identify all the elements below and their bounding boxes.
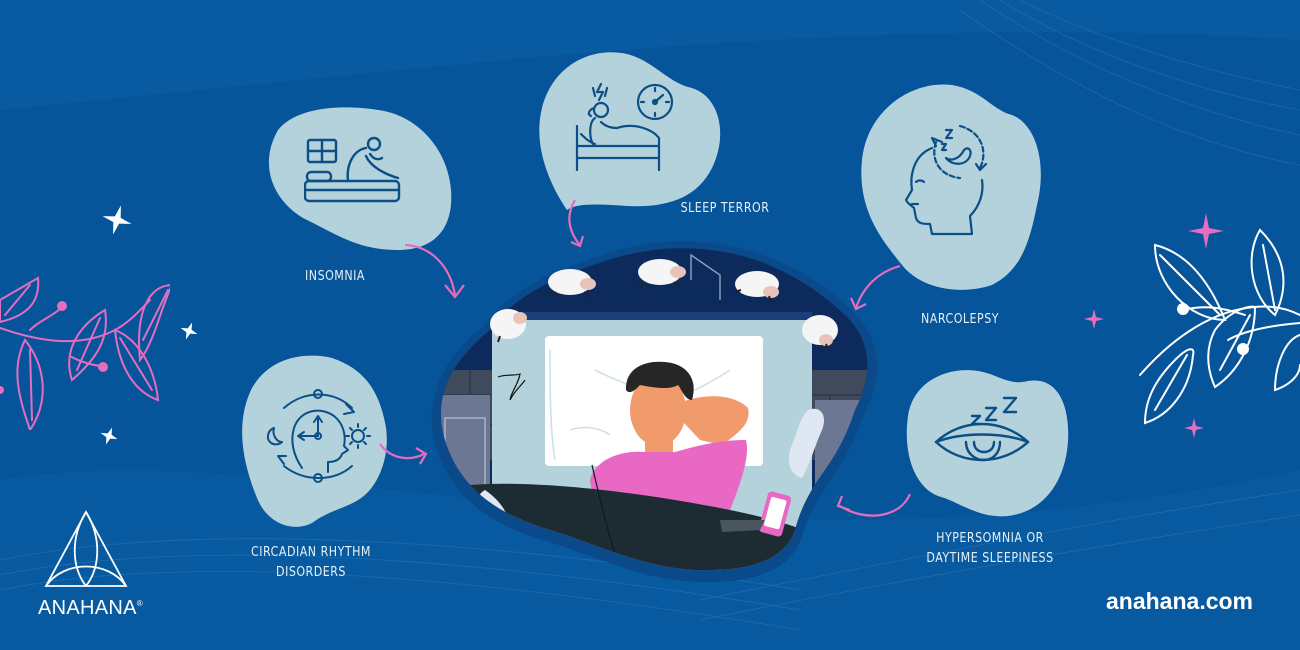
pink-leaf-branch-decoration: [0, 276, 170, 430]
pink-arrow-icon: [404, 243, 465, 299]
triquetra-triangle-icon: [44, 510, 128, 587]
head-clock-day-night-cycle-icon: [266, 389, 371, 483]
startled-person-in-bed-with-clock-icon: [575, 82, 674, 172]
man-in-bed-counting-sheep-illustration: [431, 241, 878, 583]
circadian-label: CIRCADIAN RHYTHM DISORDERS: [251, 544, 371, 580]
pink-sparkle-icon: [1084, 309, 1104, 329]
pink-arrow-icon: [379, 443, 428, 465]
insomnia-label: INSOMNIA: [305, 268, 365, 284]
insomnia-card: [258, 100, 458, 260]
sheep-group: [490, 259, 838, 351]
person-hunched-on-bed-icon: [304, 136, 401, 203]
white-sparkle-icon: [180, 322, 198, 340]
site-url-link[interactable]: anahana.com: [1106, 588, 1253, 614]
brand-wordmark: ANAHANA®: [38, 597, 143, 619]
narcolepsy-label: NARCOLEPSY: [920, 311, 999, 327]
narcolepsy-blob: [861, 84, 1041, 290]
insomnia-blob: [268, 107, 452, 250]
white-leaf-branch-decoration: [1139, 228, 1300, 425]
pink-arrow-icon: [849, 264, 901, 311]
sleepy-eye-zzz-icon: [934, 396, 1030, 462]
pink-sparkle-icon: [1188, 213, 1224, 249]
white-sparkle-icon: [102, 205, 132, 235]
head-with-moon-cycle-icon: [904, 124, 988, 236]
narcolepsy-card: [852, 80, 1042, 295]
sleep-terror-card: [527, 38, 727, 218]
circadian-card: [232, 348, 392, 533]
sleep-terror-label: SLEEP TERROR: [680, 200, 770, 216]
hypersomnia-blob: [906, 370, 1069, 517]
pink-arrow-icon: [568, 199, 585, 248]
hypersomnia-label: HYPERSOMNIA OR DAYTIME SLEEPINESS: [926, 530, 1054, 566]
sleep-terror-blob: [539, 52, 721, 211]
circadian-blob: [242, 355, 387, 527]
pink-arrow-icon: [836, 493, 912, 517]
pink-sparkle-icon: [1184, 418, 1204, 438]
white-sparkle-icon: [100, 427, 118, 445]
hypersomnia-card: [898, 356, 1073, 521]
